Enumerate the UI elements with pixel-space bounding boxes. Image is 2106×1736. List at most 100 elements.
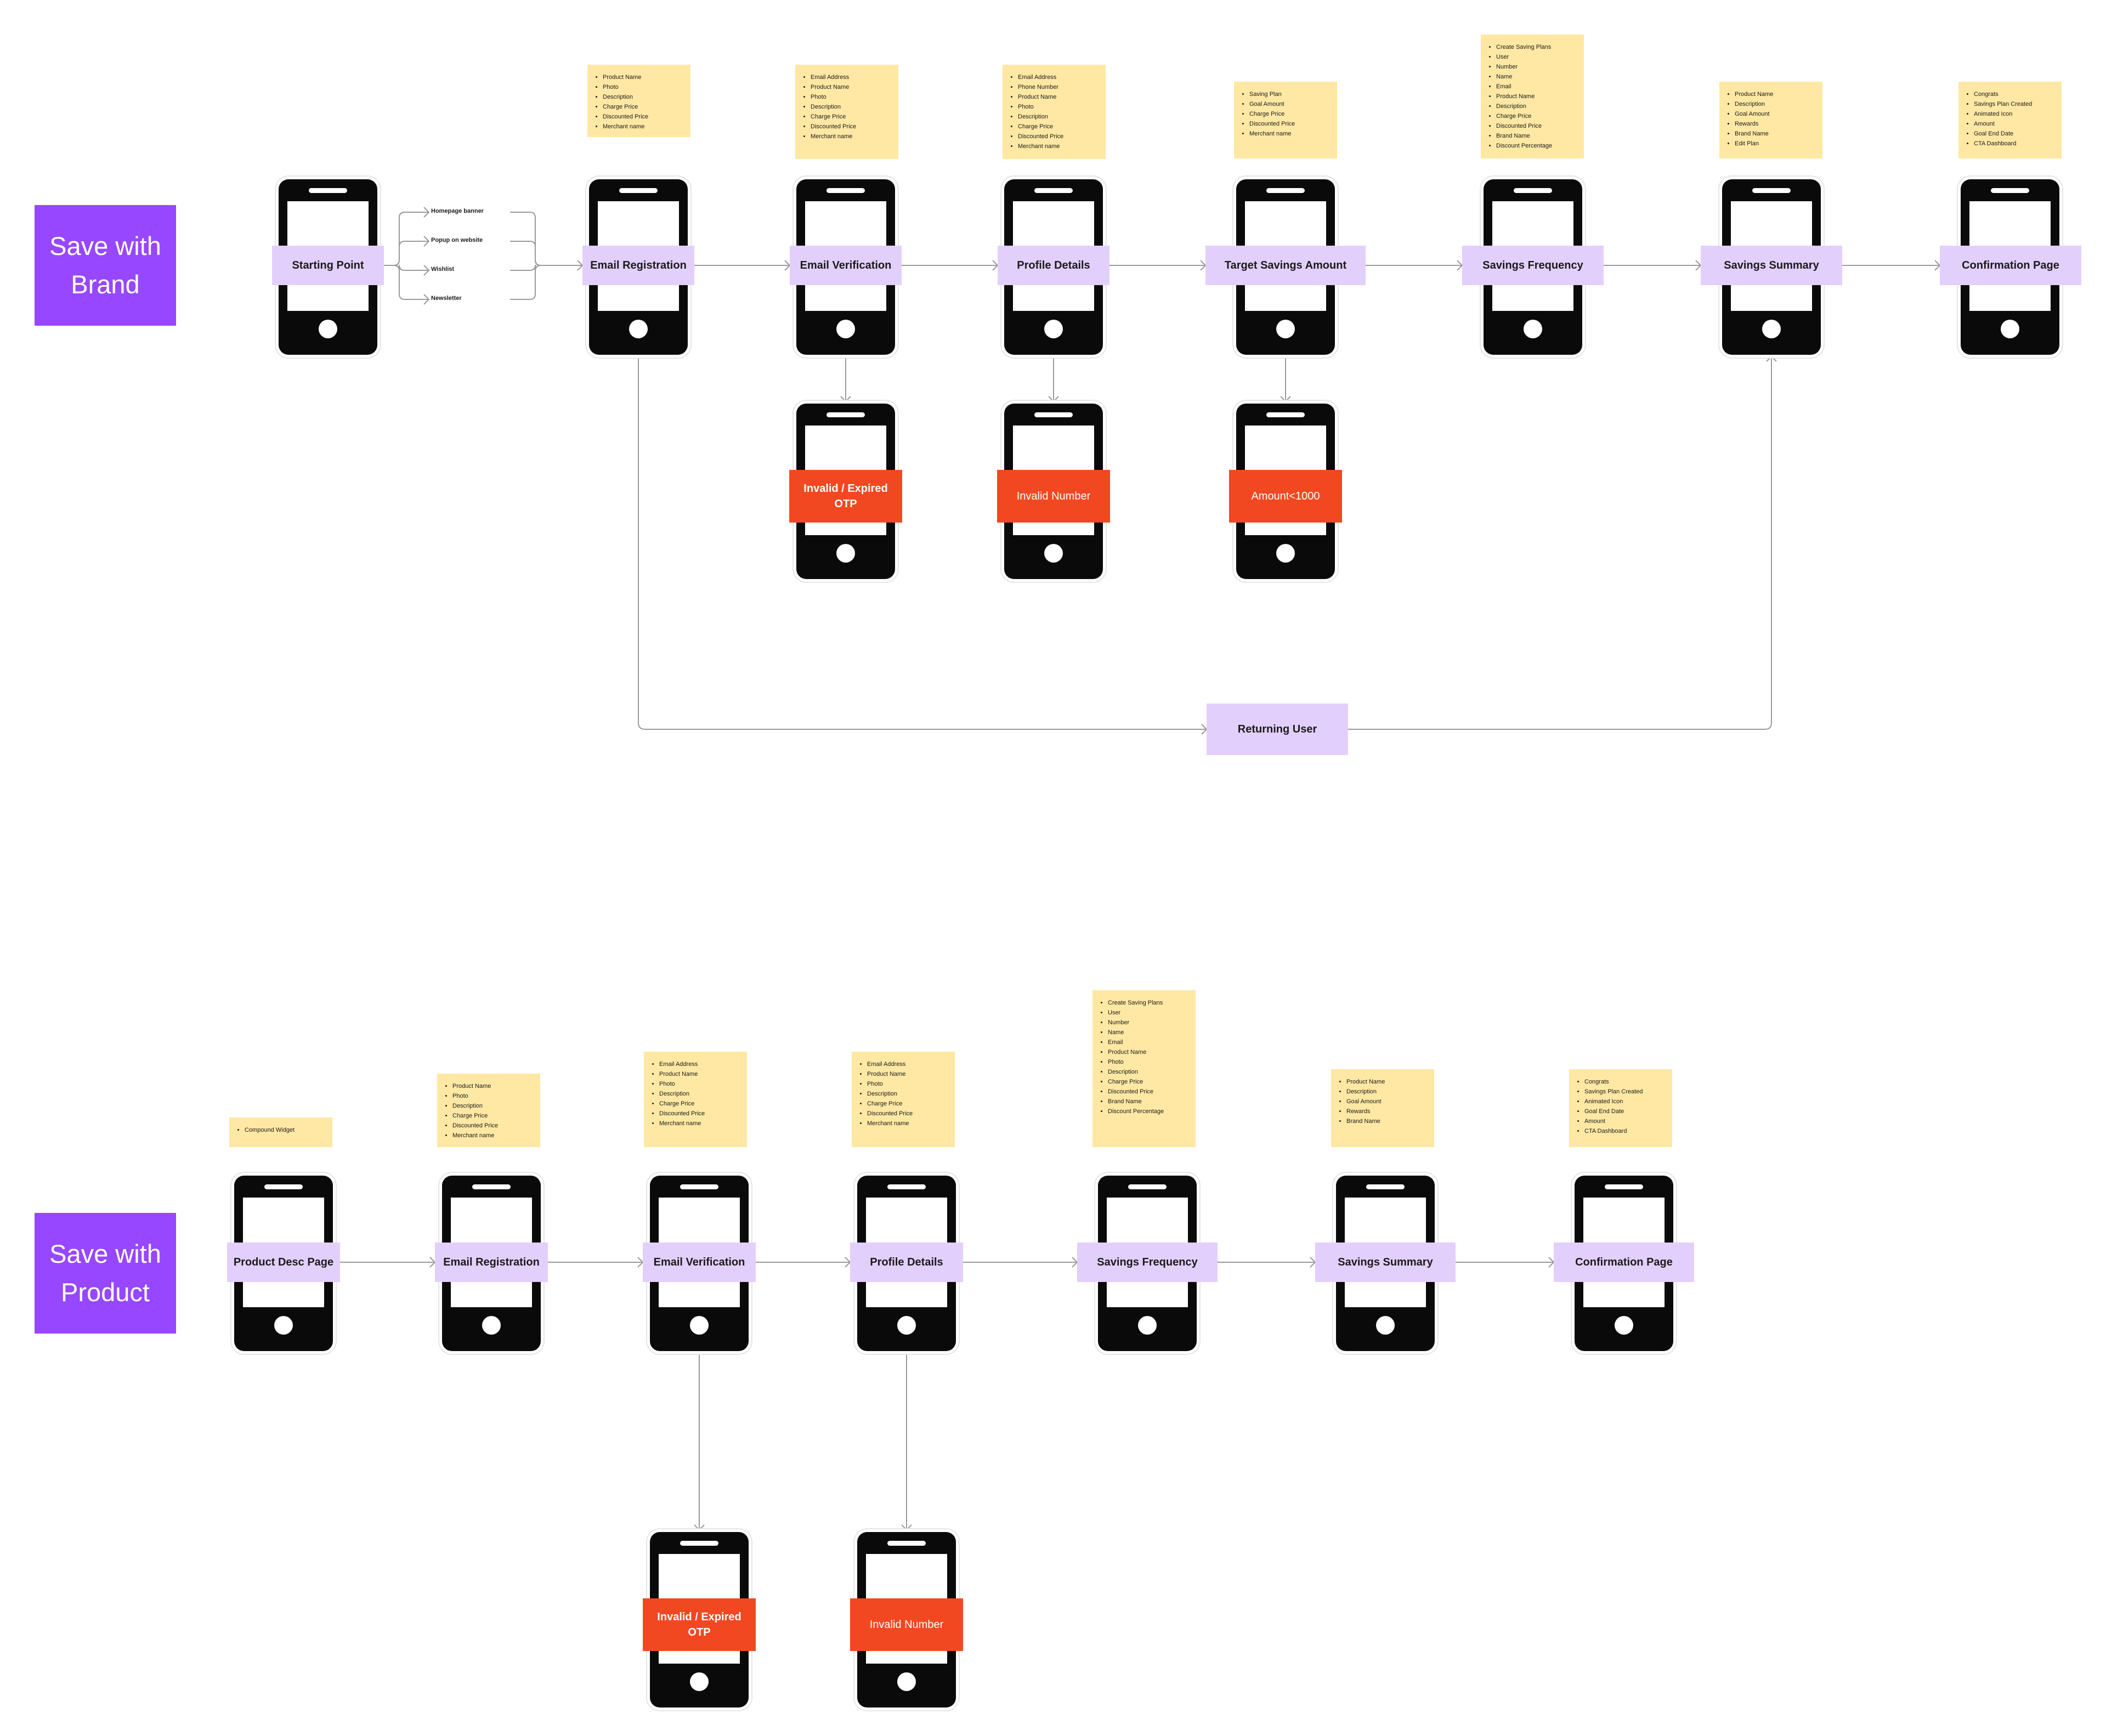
note-item: Product Name [867,1069,948,1079]
note-item: Description [603,92,684,102]
arrow-head [901,1524,912,1531]
note-item: Charge Price [452,1111,534,1121]
note-item: Name [1496,72,1577,82]
note-item: Email [1496,82,1577,92]
note-item: Merchant name [811,132,892,141]
note-item: Discounted Price [1496,121,1577,131]
entry-source-newsletter[interactable]: Newsletter [431,295,462,302]
note-item: Merchant name [1018,141,1099,151]
note-item: User [1108,1008,1189,1018]
phone-speaker [1605,1184,1643,1189]
note-item: Rewards [1346,1107,1428,1116]
phone-home-button [1376,1316,1395,1335]
sticky-note: Product Name Description Goal Amount Rew… [1331,1069,1434,1147]
note-item: Product Name [1496,92,1577,101]
entry-source-wishlist[interactable]: Wishlist [431,266,455,273]
step-label-email-verification[interactable]: Email Verification [790,246,902,285]
note-item: Brand Name [1496,131,1577,141]
step-label-starting-point[interactable]: Starting Point [272,246,384,285]
error-state-invalid-otp: Invalid / Expired OTP [789,470,902,523]
phone-speaker [619,188,658,193]
sticky-note: Compound Widget [229,1117,332,1147]
note-item: Merchant name [659,1119,740,1128]
note-item: Create Saving Plans [1108,998,1189,1008]
note-item: Description [659,1089,740,1099]
phone-home-button [274,1316,293,1335]
note-item: Email Address [1018,72,1099,82]
step-label-confirmation-page[interactable]: Confirmation Page [1554,1243,1694,1282]
phone-speaker [472,1184,511,1189]
arrow-head [423,265,430,276]
returning-user-label[interactable]: Returning User [1207,704,1348,755]
note-item: Description [452,1101,534,1111]
note-item: Photo [867,1079,948,1089]
phone-speaker [1366,1184,1405,1189]
sticky-note: Create Saving Plans User Number Name Ema… [1092,990,1196,1147]
note-item: Description [1108,1067,1189,1077]
note-item: CTA Dashboard [1584,1126,1666,1136]
phone-home-button [690,1672,709,1691]
phone-speaker [309,188,347,193]
step-label-profile-details[interactable]: Profile Details [998,246,1109,285]
phone-speaker [826,188,865,193]
note-item: Charge Price [1496,111,1577,121]
note-item: Charge Price [1249,109,1331,119]
note-item: Description [1018,112,1099,122]
note-item: Charge Price [811,112,892,122]
phone-speaker [887,1184,926,1189]
phone-speaker [680,1184,718,1189]
step-label-confirmation-page[interactable]: Confirmation Page [1940,246,2081,285]
note-item: Product Name [603,72,684,82]
note-item: Rewards [1735,119,1816,129]
step-label-target-savings-amount[interactable]: Target Savings Amount [1205,246,1366,285]
phone-home-button [1044,320,1063,338]
sticky-note: Email Address Phone Number Product Name … [1003,65,1106,159]
note-item: Animated Icon [1584,1097,1666,1107]
note-item: Saving Plan [1249,89,1331,99]
note-item: Discount Percentage [1496,141,1577,151]
step-label-email-registration[interactable]: Email Registration [435,1243,548,1282]
step-label-savings-frequency[interactable]: Savings Frequency [1462,246,1604,285]
phone-speaker [887,1541,926,1546]
arrow-head [694,1524,705,1531]
error-state-amount-below-min: Amount<1000 [1229,470,1342,523]
note-item: Product Name [452,1081,534,1091]
entry-source-popup-on-website[interactable]: Popup on website [431,237,483,243]
note-item: Merchant name [1249,129,1331,139]
step-label-savings-summary[interactable]: Savings Summary [1315,1243,1456,1282]
note-item: Savings Plan Created [1974,99,2055,109]
error-state-invalid-number: Invalid Number [997,470,1110,523]
phone-home-button [319,320,337,338]
note-item: Discounted Price [452,1121,534,1131]
note-item: Description [1346,1087,1428,1097]
entry-source-homepage-banner[interactable]: Homepage banner [431,208,484,214]
note-item: Goal Amount [1249,99,1331,109]
branch-connector [384,241,428,266]
sticky-note: Product Name Photo Description Charge Pr… [437,1074,540,1147]
note-item: Product Name [659,1069,740,1079]
note-item: Discounted Price [603,112,684,122]
branch-connector [510,265,541,300]
phone-home-button [1762,320,1781,338]
note-item: Name [1108,1028,1189,1037]
note-item: Email Address [659,1059,740,1069]
returning-user-connector [638,355,1207,730]
note-item: Number [1108,1018,1189,1028]
note-item: Discounted Price [1108,1087,1189,1097]
step-label-savings-summary[interactable]: Savings Summary [1701,246,1842,285]
note-item: Discounted Price [811,122,892,132]
phone-home-button [1615,1316,1633,1335]
step-label-profile-details[interactable]: Profile Details [850,1243,963,1282]
sticky-note: Email Address Product Name Photo Descrip… [644,1052,747,1147]
branch-connector [510,241,541,266]
note-item: Charge Price [867,1099,948,1109]
arrow-head [1280,396,1291,402]
step-label-email-verification[interactable]: Email Verification [643,1243,756,1282]
step-label-product-desc-page[interactable]: Product Desc Page [227,1243,340,1282]
note-item: Brand Name [1346,1116,1428,1126]
note-item: User [1496,52,1577,62]
step-label-savings-frequency[interactable]: Savings Frequency [1077,1243,1218,1282]
step-label-email-registration[interactable]: Email Registration [582,246,694,285]
note-item: Goal End Date [1584,1107,1666,1116]
